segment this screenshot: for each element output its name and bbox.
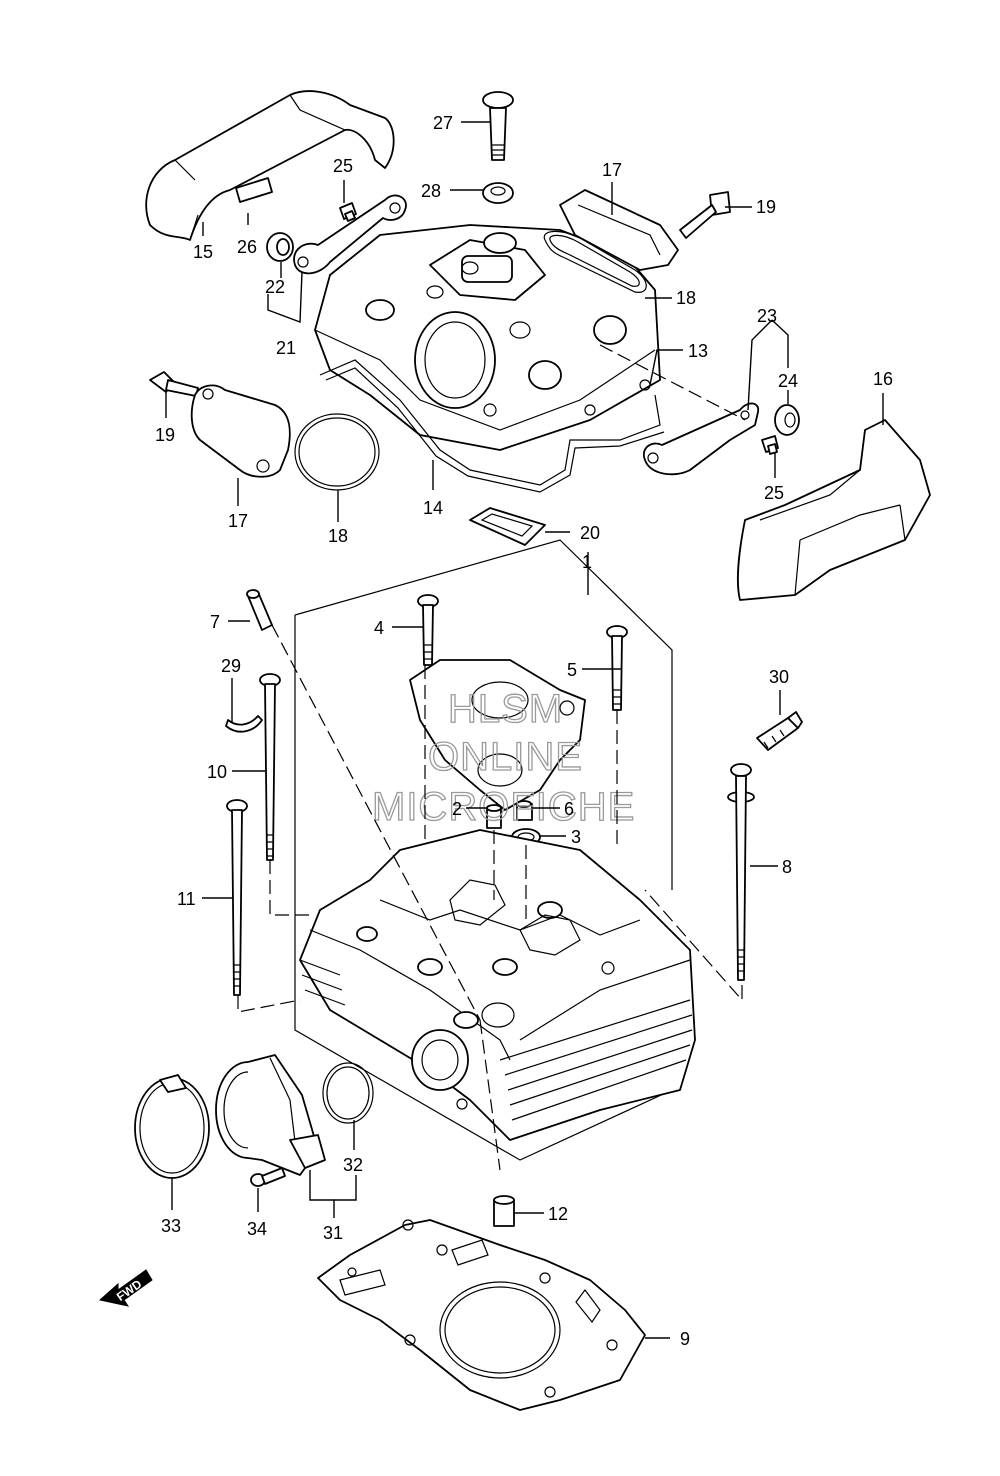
callout-28: 28 <box>421 181 441 201</box>
callout-8: 8 <box>782 857 792 877</box>
callout-29: 29 <box>221 656 241 676</box>
callout-15: 15 <box>193 242 213 262</box>
watermark-line-2: ONLINE <box>428 735 583 779</box>
part-23-bracket <box>642 402 760 476</box>
callout-12: 12 <box>548 1204 568 1224</box>
callout-31: 31 <box>323 1223 343 1243</box>
callout-13: 13 <box>688 341 708 361</box>
callout-10: 10 <box>207 762 227 782</box>
part-16-head-cover-right <box>737 419 931 601</box>
part-10-bolt <box>259 673 281 861</box>
callout-32: 32 <box>343 1155 363 1175</box>
part-6-dowel-pin <box>516 800 533 821</box>
callout-25-upper: 25 <box>333 156 353 176</box>
part-14-cover-gasket <box>319 359 665 493</box>
callout-1: 1 <box>582 552 592 572</box>
part-1-cam-holder <box>409 659 586 811</box>
part-1-group-outline <box>294 539 673 1161</box>
callout-25-lower: 25 <box>764 483 784 503</box>
part-19-bolt-upper <box>679 191 731 239</box>
callout-34: 34 <box>247 1219 267 1239</box>
part-2-dowel-pin <box>486 804 502 829</box>
callout-11: 11 <box>177 889 196 909</box>
part-22-grommet <box>266 232 294 262</box>
callout-27: 27 <box>433 113 453 133</box>
part-15-head-cover-left <box>145 90 395 241</box>
callout-3: 3 <box>571 827 581 847</box>
part-4-bolt <box>417 594 439 666</box>
callout-labels: 27 28 17 19 18 13 25 15 26 22 21 23 24 2… <box>155 113 893 1349</box>
callout-14: 14 <box>423 498 443 518</box>
watermark-line-3: MICROFICHE <box>372 785 635 829</box>
callout-19-upper: 19 <box>756 197 776 217</box>
part-33-clamp <box>134 1074 210 1179</box>
callout-16: 16 <box>873 369 893 389</box>
part-9-head-gasket <box>317 1219 646 1411</box>
watermark-line-1: HLSM <box>448 687 563 731</box>
part-32-o-ring <box>322 1062 374 1124</box>
part-30-spark-plug <box>756 711 803 751</box>
part-26-pad <box>235 177 273 203</box>
fwd-direction-arrow-icon: FWD <box>98 1269 153 1307</box>
part-1-cylinder-head <box>299 829 696 1141</box>
part-18-o-ring-lower <box>294 413 380 491</box>
part-19-bolt-lower <box>149 371 199 397</box>
part-21-bracket <box>293 194 407 275</box>
part-18-o-ring-upper <box>543 230 647 293</box>
callout-17-lower: 17 <box>228 511 248 531</box>
part-25-bolt-lower <box>761 435 779 455</box>
callout-5: 5 <box>567 660 577 680</box>
callout-17-upper: 17 <box>602 160 622 180</box>
part-11-bolt <box>226 799 248 996</box>
callout-30: 30 <box>769 667 789 687</box>
leader-lines <box>165 121 884 1339</box>
callout-24: 24 <box>778 371 798 391</box>
part-7-stud <box>246 589 273 631</box>
callout-22: 22 <box>265 277 285 297</box>
watermark: HLSM ONLINE MICROFICHE <box>371 686 635 829</box>
part-24-grommet <box>774 404 800 436</box>
callout-23: 23 <box>757 306 777 326</box>
part-31-intake-pipe <box>215 1054 326 1176</box>
callout-6: 6 <box>564 799 574 819</box>
part-12-dowel-pin <box>493 1195 515 1227</box>
callout-21: 21 <box>276 338 296 358</box>
part-25-bolt-upper <box>339 202 357 222</box>
callout-26: 26 <box>237 237 257 257</box>
part-28-seal-washer <box>482 182 514 204</box>
part-29-clip <box>225 715 263 733</box>
part-27-bolt <box>482 91 514 161</box>
part-5-bolt <box>606 625 628 711</box>
callout-18-lower: 18 <box>328 526 348 546</box>
callout-9: 9 <box>680 1329 690 1349</box>
part-17-cap-lower <box>190 384 291 478</box>
part-20-seal <box>469 507 546 546</box>
callout-33: 33 <box>161 1216 181 1236</box>
callout-4: 4 <box>374 618 384 638</box>
callout-7: 7 <box>210 612 220 632</box>
callout-2: 2 <box>452 799 462 819</box>
part-8-bolt <box>727 763 755 981</box>
callout-20: 20 <box>580 523 600 543</box>
part-13-cylinder-head-cover <box>314 224 661 451</box>
callout-18-upper: 18 <box>676 288 696 308</box>
part-34-screw <box>250 1167 286 1187</box>
callout-19-lower: 19 <box>155 425 175 445</box>
